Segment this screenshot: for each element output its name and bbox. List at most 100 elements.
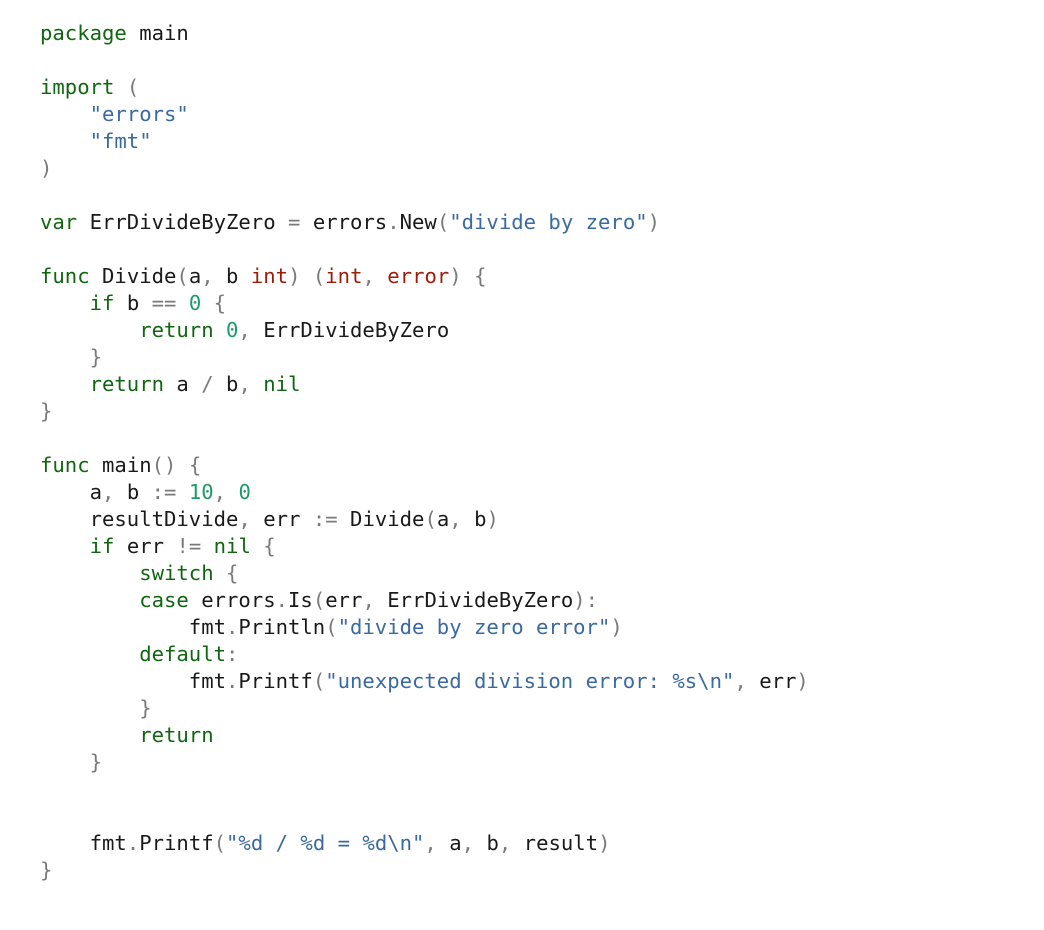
whitespace [139,480,151,504]
operator-token: != [176,534,202,558]
punctuation-token: , [461,831,475,855]
punctuation-token: : [226,642,239,666]
string-token: "%d / %d = %d\n" [226,831,425,855]
punctuation-token: , [362,264,375,288]
identifier-token: err [759,669,797,693]
whitespace [511,831,523,855]
code-line: package main [40,20,809,47]
whitespace [214,372,226,396]
type-token: error [387,264,450,288]
whitespace [338,507,350,531]
identifier-token: resultDivide [89,507,239,531]
whitespace [462,507,474,531]
punctuation-token: ) [449,264,462,288]
identifier-token: b [126,291,140,315]
string-token: "errors" [89,102,189,126]
punctuation-token: ( [325,615,338,639]
whitespace [164,372,176,396]
code-line: import ( [40,74,809,101]
identifier-token: Divide [350,507,425,531]
whitespace [40,372,90,396]
punctuation-token: . [226,615,239,639]
whitespace [214,318,226,342]
keyword-token: package [40,21,127,45]
whitespace [90,264,102,288]
number-token: 0 [188,291,202,315]
punctuation-token: ) [796,669,809,693]
whitespace [474,831,486,855]
whitespace [375,588,387,612]
keyword-token: if [89,534,115,558]
whitespace [114,480,126,504]
whitespace [77,210,89,234]
identifier-token: ErrDivideByZero [89,210,276,234]
identifier-token: err [126,534,165,558]
punctuation-token: , [734,669,747,693]
code-line: case errors.Is(err, ErrDivideByZero): [40,587,809,614]
whitespace [251,318,263,342]
punctuation-token: ) [288,264,301,288]
code-line: switch { [40,560,809,587]
string-token: "divide by zero error" [337,615,611,639]
whitespace [139,291,151,315]
keyword-token: return [139,723,214,747]
operator-token: == [151,291,177,315]
punctuation-token: { [213,291,227,315]
punctuation-token: . [126,831,140,855]
punctuation-token: ) [598,831,611,855]
identifier-token: result [523,831,599,855]
whitespace [164,534,176,558]
whitespace [40,561,139,585]
punctuation-token: ) [486,507,499,531]
whitespace [238,264,250,288]
punctuation-token: , [498,831,512,855]
keyword-token: var [40,210,78,234]
identifier-token: b [226,372,239,396]
identifier-token: Println [238,615,326,639]
code-line: fmt.Printf("unexpected division error: %… [40,668,809,695]
identifier-token: Divide [102,264,177,288]
whitespace [747,669,759,693]
punctuation-token: } [89,345,103,369]
identifier-token: Printf [139,831,214,855]
whitespace [40,291,90,315]
number-token: 0 [226,318,239,342]
operator-token: := [312,507,338,531]
whitespace [114,291,126,315]
identifier-token: b [126,480,140,504]
whitespace [40,696,139,720]
identifier-token: a [449,831,462,855]
keyword-token: case [139,588,189,612]
whitespace [40,534,90,558]
identifier-token: fmt [89,831,127,855]
whitespace [189,372,201,396]
whitespace [40,588,139,612]
identifier-token: a [89,480,103,504]
identifier-token: a [436,507,450,531]
code-line: fmt.Println("divide by zero error") [40,614,809,641]
code-line: if b == 0 { [40,290,809,317]
whitespace [40,102,90,126]
punctuation-token: ) [40,156,53,180]
punctuation-token: ( [436,210,450,234]
keyword-token: nil [263,372,301,396]
punctuation-token: , [362,588,375,612]
identifier-token: fmt [188,615,226,639]
identifier-token: b [226,264,239,288]
code-line: func main() { [40,452,809,479]
punctuation-token: ( [312,264,326,288]
identifier-token: err [325,588,363,612]
keyword-token: return [89,372,165,396]
punctuation-token: , [238,372,251,396]
identifier-token: Printf [238,669,313,693]
operator-token: := [151,480,177,504]
code-line: if err != nil { [40,533,809,560]
keyword-token: func [40,264,90,288]
keyword-token: func [40,453,90,477]
whitespace [40,507,90,531]
code-line: } [40,857,809,884]
code-line: "fmt" [40,128,809,155]
code-line: } [40,344,809,371]
whitespace [251,507,263,531]
punctuation-token: { [474,264,487,288]
